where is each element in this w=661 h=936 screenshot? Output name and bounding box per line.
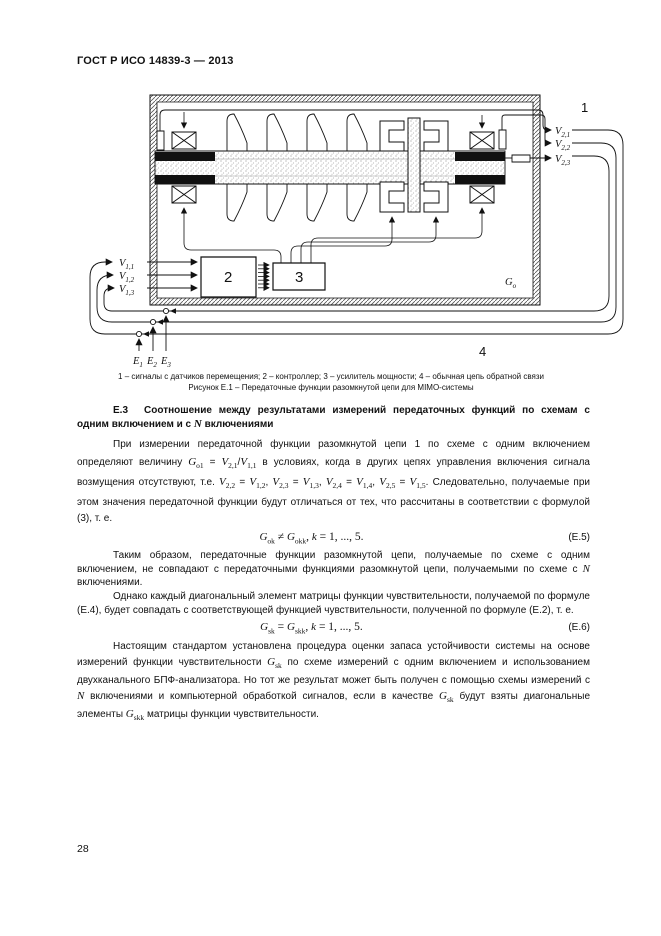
paragraph-2: Таким образом, передаточные функции разо… <box>77 549 590 589</box>
amplifier-label: 3 <box>295 269 303 286</box>
label-v22: V2,2 <box>555 139 571 152</box>
label-v23: V2,3 <box>555 154 571 167</box>
formula-e6: Gsk = Gskk, k = 1, ..., 5. (Е.6) <box>77 621 590 635</box>
label-e3: E3 <box>160 356 171 369</box>
formula-e5-label: (Е.5) <box>568 531 590 543</box>
page-number: 28 <box>77 843 89 855</box>
section-heading-text: Соотношение между результатами измерений… <box>77 405 590 430</box>
label-go: Gо <box>505 277 517 290</box>
axial-displacement-sensor <box>505 155 530 162</box>
figure-legend: 1 – сигналы с датчиков перемещения; 2 – … <box>118 372 544 381</box>
controller-block: 2 <box>201 257 256 297</box>
label-e2: E2 <box>146 356 157 369</box>
section-number: Е.3 <box>113 405 129 416</box>
paragraph-4: Настоящим стандартом установлена процеду… <box>77 641 591 723</box>
diagram-labels: V2,1 V2,2 V2,3 V1,1 V1,2 V1,3 E1 E2 E3 G… <box>119 100 588 369</box>
figure-caption: Рисунок Е.1 – Передаточные функции разом… <box>188 383 474 392</box>
feedback-loop-wires <box>90 130 623 334</box>
label-v11: V1,1 <box>119 258 134 271</box>
right-magnetic-bearing <box>455 115 506 203</box>
sensor-output-wires <box>160 110 552 162</box>
left-magnetic-bearing <box>155 112 215 203</box>
label-v12: V1,2 <box>119 271 135 284</box>
standard-header: ГОСТ Р ИСО 14839-3 — 2013 <box>77 55 234 67</box>
summing-junctions <box>135 307 176 351</box>
right-displacement-sensor <box>499 130 506 149</box>
controller-input-lines <box>147 258 198 292</box>
left-displacement-sensor <box>157 131 164 150</box>
turbine-blades <box>227 114 367 221</box>
formula-e5: Gok ≠ Gokk, k = 1, ..., 5. (Е.5) <box>77 531 590 545</box>
formula-e5-expression: Gok ≠ Gokk, k = 1, ..., 5. <box>259 530 364 545</box>
callout-1: 1 <box>581 100 588 115</box>
controller-label: 2 <box>224 269 232 286</box>
figure-caption-block: 1 – сигналы с датчиков перемещения; 2 – … <box>72 371 590 393</box>
formula-e6-label: (Е.6) <box>568 621 590 633</box>
formula-e6-expression: Gsk = Gskk, k = 1, ..., 5. <box>260 620 363 636</box>
figure-e1-diagram: 2 3 <box>75 85 635 370</box>
paragraph-1: При измерении передаточной функции разом… <box>77 439 590 524</box>
power-amplifier-block: 3 <box>273 263 325 290</box>
amplifier-to-actuator-wires <box>180 207 486 263</box>
callout-4: 4 <box>479 344 486 359</box>
paragraph-3: Однако каждый диагональный элемент матри… <box>77 591 590 616</box>
label-e1: E1 <box>132 356 143 369</box>
label-v21: V2,1 <box>555 126 570 139</box>
controller-to-amplifier-lines <box>258 261 270 292</box>
label-v13: V1,3 <box>119 284 135 297</box>
thrust-bearing <box>380 118 448 212</box>
